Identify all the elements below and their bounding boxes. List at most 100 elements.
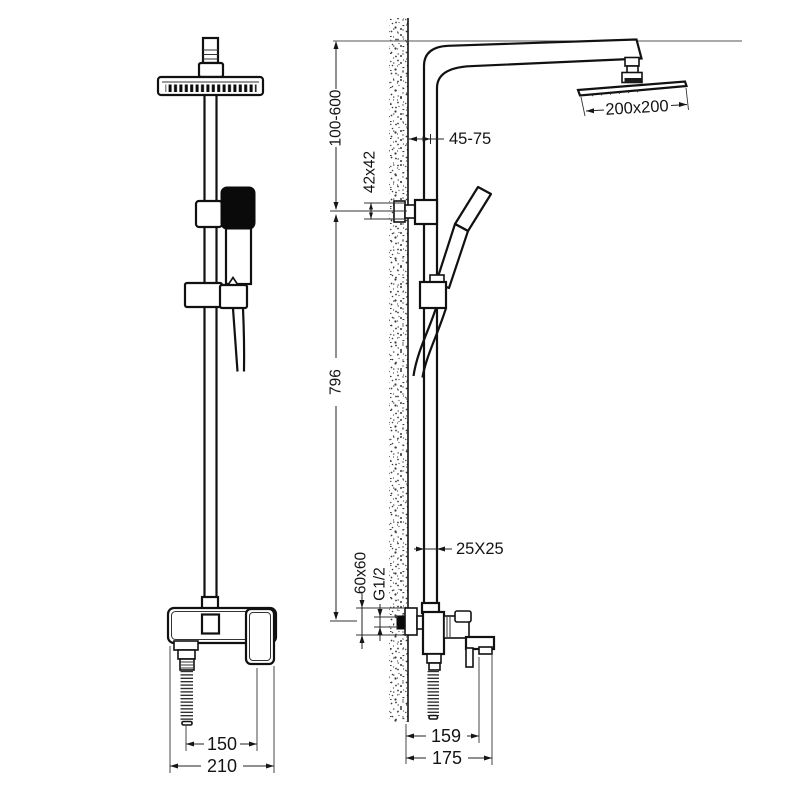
dim-label-175: 175 [432,748,462,768]
side-wall-bracket [393,198,439,226]
dim-label-150: 150 [207,734,237,754]
dim-label-100-600: 100-600 [328,89,345,146]
arrowhead [186,741,194,747]
side-mixer [396,601,496,720]
dim-bracket-42x42: 42x42 [362,151,404,220]
arrowhead [266,763,274,769]
holder-ring [218,283,249,310]
dim-label-796: 796 [328,369,345,395]
arrowhead [422,136,431,142]
front-view: 150 210 [156,36,278,776]
dim-label-45-75: 45-75 [449,130,491,148]
dim-height-range: 100-600 [328,41,407,212]
dim-label-25x25: 25X25 [456,540,504,558]
side-view: 100-600 42x42 45-75 796 [328,18,742,768]
arrowhead [377,609,383,617]
dim-thread: G1/2 [372,567,398,641]
hose-outlet-nut [177,649,196,660]
side-hose-right-edge [421,307,448,378]
front-handset-holder [183,276,249,310]
dim-front-150: 150 [185,668,258,754]
cartridge-cap [454,610,472,623]
arrowhead [170,763,178,769]
side-overhead-shower [576,56,688,97]
dim-label-60x60: 60x60 [353,552,370,595]
extension-line [580,96,586,117]
front-hand-shower [220,186,256,286]
dim-overall-depth: 175 [406,653,493,768]
arrowhead [416,546,424,552]
handle-right-edge [241,308,246,372]
side-shower-head-plate [576,80,688,97]
arrowhead [406,733,414,739]
arrowhead [359,635,365,643]
side-shower-hose-coil [427,671,439,716]
arrowhead [586,108,594,114]
dim-label-159: 159 [431,726,461,746]
front-head-collar [197,61,225,79]
hose-coil-end [181,720,193,726]
side-column-and-arm [422,38,643,606]
arrowhead [249,741,257,747]
arrowhead [679,102,687,107]
side-handset-body [434,222,470,290]
side-handset-head [453,185,493,233]
holder-clamp [183,281,224,309]
mixer-center-boss [200,613,221,635]
hose-coil-end [428,714,439,720]
dim-label-g12: G1/2 [372,567,389,601]
bracket-clamp [413,198,439,226]
arrowhead [333,41,339,49]
side-hand-shower [412,185,493,378]
front-handset-body [224,226,253,286]
dim-column-profile: 25X25 [414,540,504,558]
dim-spout-reach: 159 [405,657,480,764]
dim-escutcheon: 60x60 [353,552,405,649]
side-hose-left-edge [412,307,438,377]
handle-left-edge [231,308,239,372]
arrowhead [333,202,339,210]
dim-label-210: 210 [207,756,237,776]
dim-front-210: 210 [169,646,275,776]
front-slider-bracket [194,199,224,229]
arrowhead [377,627,383,635]
mixer-escutcheon-60x60 [404,607,418,636]
front-mixer-lever [244,607,276,666]
wall-speckle-2 [389,18,408,722]
hose-connector-nut [428,662,441,671]
front-shower-hose-coil [180,671,193,722]
front-riser-column [203,95,218,598]
head-nozzle-ticks [591,90,639,97]
arrowhead [333,612,339,620]
wall-section [389,18,409,722]
spout-outlet [478,646,493,655]
arrowhead [409,136,417,142]
dim-wall-to-column: 45-75 [409,130,491,148]
arrowhead [406,755,414,761]
dim-label-200x200: 200x200 [605,97,669,119]
lever-inner-line [249,612,271,661]
front-handset-handle [231,308,246,372]
arrowhead [333,214,339,222]
hose-connector-upper [426,653,442,664]
arrowhead [437,546,445,552]
dim-column-height: 796 [328,214,357,622]
side-mixer-body [421,610,446,656]
extension-line [685,87,689,111]
hose-outlet-flange [173,640,199,651]
front-mixer [166,595,278,726]
dim-label-42x42: 42x42 [362,151,379,193]
arrowhead [471,733,479,739]
bracket-neck [404,204,416,219]
side-lever [465,647,474,668]
front-handset-head [220,186,256,230]
head-swivel-upper [624,56,640,67]
arrowhead [369,203,373,210]
head-swivel-seal [624,78,642,83]
arrowhead [484,755,492,761]
side-handset-holder [418,280,448,310]
front-overhead-shower [156,36,265,97]
dim-head-size: 200x200 [580,87,689,119]
